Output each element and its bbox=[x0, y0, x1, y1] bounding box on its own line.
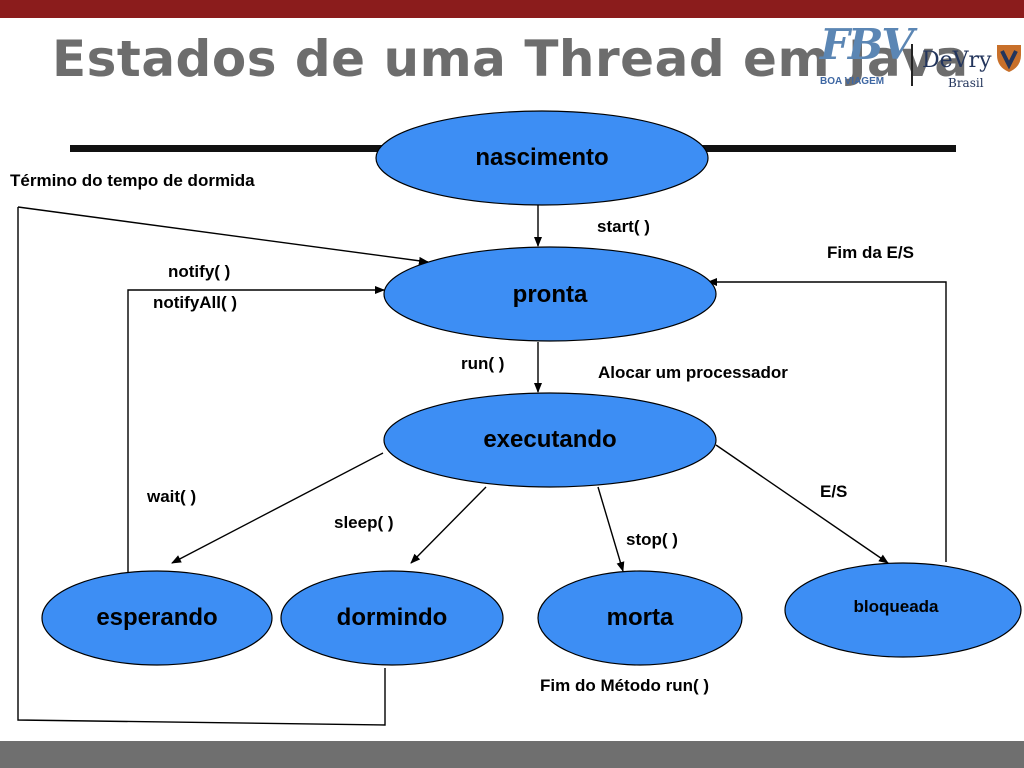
node-label-morta: morta bbox=[606, 604, 674, 631]
edge-label-termino-dormida: Término do tempo de dormida bbox=[10, 171, 255, 190]
node-label-esperando: esperando bbox=[96, 604, 218, 631]
fbv-logo-text: FBV bbox=[820, 20, 914, 69]
edge-dormindo-loop bbox=[17, 207, 386, 726]
edge-label-fim-metodo: Fim do Método run( ) bbox=[540, 676, 710, 695]
devry-logo-text: DeVry bbox=[922, 48, 992, 73]
edge-executando-bloqueada bbox=[715, 444, 889, 564]
edge-label-run: run( ) bbox=[461, 354, 505, 373]
node-label-dormindo: dormindo bbox=[336, 604, 448, 631]
edge-label-es: E/S bbox=[820, 482, 848, 501]
edge-label-wait: wait( ) bbox=[147, 487, 197, 506]
edge-executando-morta bbox=[597, 486, 625, 572]
node-label-nascimento: nascimento bbox=[475, 144, 609, 171]
edge-termino-dormida bbox=[17, 206, 429, 265]
edge-executando-esperando bbox=[171, 452, 384, 564]
edge-label-notify: notify( ) bbox=[168, 262, 231, 281]
devry-logo: DeVry Brasil bbox=[920, 18, 1024, 92]
devry-logo-subtext: Brasil bbox=[948, 76, 984, 90]
edge-label-notify-all: notifyAll( ) bbox=[153, 293, 238, 312]
node-nascimento bbox=[375, 110, 709, 206]
node-label-executando: executando bbox=[483, 426, 617, 453]
node-label-bloqueada: bloqueada bbox=[853, 597, 939, 616]
logo-separator bbox=[911, 44, 913, 86]
devry-shield-icon bbox=[997, 45, 1021, 72]
edge-executando-dormindo bbox=[410, 486, 487, 564]
node-morta bbox=[537, 570, 743, 666]
edge-label-alocar: Alocar um processador bbox=[598, 363, 788, 382]
slide-title: Estados de uma Thread em Java bbox=[52, 30, 969, 88]
node-pronta bbox=[383, 246, 717, 342]
node-executando bbox=[383, 392, 717, 488]
edge-label-fim-es: Fim da E/S bbox=[827, 243, 914, 262]
edge-esperando-pronta bbox=[127, 286, 385, 572]
bottom-accent-bar bbox=[0, 741, 1024, 768]
edge-label-start: start( ) bbox=[597, 217, 650, 236]
node-label-pronta: pronta bbox=[512, 281, 588, 308]
top-accent-bar bbox=[0, 0, 1024, 18]
edge-label-stop: stop( ) bbox=[626, 530, 678, 549]
node-bloqueada bbox=[784, 562, 1022, 658]
edge-bloqueada-pronta bbox=[707, 278, 947, 562]
fbv-logo-subtext: BOA VIAGEM bbox=[820, 76, 885, 87]
node-esperando bbox=[41, 570, 273, 666]
edge-label-sleep: sleep( ) bbox=[334, 513, 394, 532]
fbv-logo: FBV BOA VIAGEM bbox=[808, 18, 916, 92]
node-dormindo bbox=[280, 570, 504, 666]
